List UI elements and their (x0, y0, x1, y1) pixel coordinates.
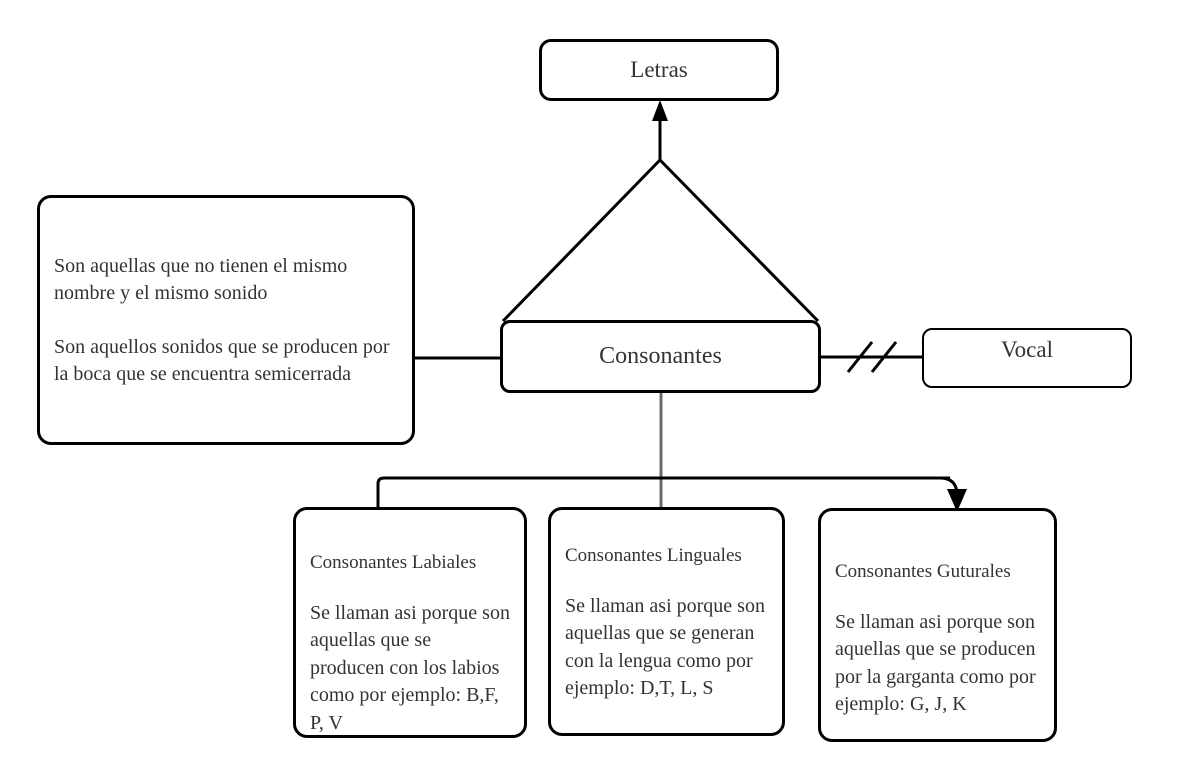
node-vocal-label: Vocal (1001, 337, 1053, 362)
node-vocal[interactable]: Vocal (922, 328, 1132, 388)
node-descripcion-text: Son aquellas que no tienen el mismo nomb… (54, 254, 390, 385)
edge-consonantes-to-labiales (376, 476, 950, 508)
node-letras-label: Letras (630, 56, 688, 82)
node-consonantes-linguales[interactable]: Consonantes Linguales Se llaman asi porq… (548, 507, 785, 736)
node-guturales-heading: Consonantes Guturales (835, 561, 1011, 582)
node-consonantes-guturales[interactable]: Consonantes Guturales Se llaman asi porq… (818, 508, 1057, 742)
node-linguales-body: Se llaman asi porque son aquellas que se… (565, 594, 770, 700)
node-letras[interactable]: Letras (539, 39, 779, 101)
node-labiales-body: Se llaman asi porque son aquellas que se… (310, 601, 515, 735)
arrowhead-up-icon (652, 100, 668, 121)
node-labiales-heading: Consonantes Labiales (310, 552, 477, 573)
slash-mark-2 (870, 341, 898, 373)
node-consonantes-labiales[interactable]: Consonantes Labiales Se llaman asi porqu… (293, 507, 527, 738)
edge-consonantes-to-vocal (821, 341, 922, 373)
node-guturales-body: Se llaman asi porque son aquellas que se… (835, 610, 1041, 716)
slash-mark-1 (846, 341, 874, 373)
edge-consonantes-to-guturales (939, 476, 967, 512)
node-consonantes-label: Consonantes (599, 342, 722, 369)
edge-consonantes-to-letras (501, 100, 820, 323)
node-linguales-heading: Consonantes Linguales (565, 545, 742, 566)
node-descripcion[interactable]: Son aquellas que no tienen el mismo nomb… (37, 195, 415, 445)
node-consonantes[interactable]: Consonantes (500, 320, 821, 393)
